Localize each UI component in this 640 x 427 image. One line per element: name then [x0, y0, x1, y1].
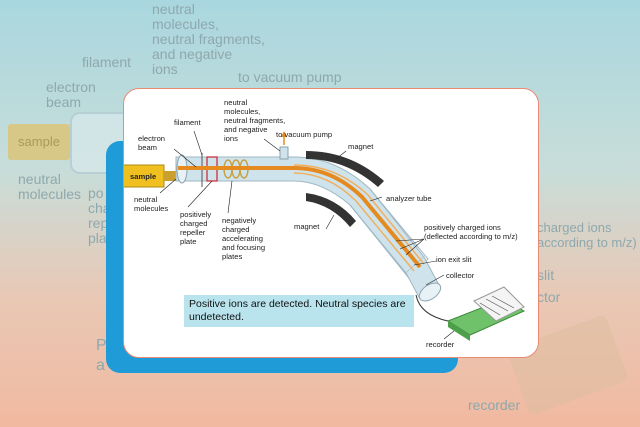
neutral-top-5: ions	[224, 134, 238, 143]
sample-nozzle-shape	[164, 171, 178, 181]
vacuum-port	[279, 146, 289, 160]
recorder-device	[446, 286, 526, 341]
bg-caption-fragment: P a	[96, 337, 107, 374]
collector-cable	[415, 294, 449, 322]
positive-ions-label: positively charged ions	[424, 223, 501, 232]
bg-label-recorder: recorder	[468, 397, 521, 413]
repeller-label-4: plate	[180, 237, 196, 246]
neutral-molecules-left-2: molecules	[134, 204, 168, 213]
repeller-label-3: repeller	[180, 228, 206, 237]
analyzer-tube-label: analyzer tube	[386, 194, 432, 203]
recorder-label: recorder	[426, 340, 455, 349]
tube-front-shape	[175, 156, 425, 274]
deflected-label: (deflected according to m/z)	[424, 232, 518, 241]
accel-label-2: charged	[222, 225, 249, 234]
magnet-bottom-shape	[306, 193, 356, 227]
neutral-top-2: molecules,	[224, 107, 260, 116]
tube-outlet	[418, 282, 442, 302]
accel-label-1: negatively	[222, 216, 256, 225]
neutral-molecules-left-1: neutral	[134, 195, 158, 204]
collector-label: collector	[446, 271, 475, 280]
ion-exit-slit-label: ion exit slit	[436, 255, 472, 264]
neutral-top-1: neutral	[224, 98, 248, 107]
electron-beam-label-2: beam	[138, 143, 157, 152]
ion-beam-upper	[293, 164, 425, 265]
repeller-label-1: positively	[180, 210, 211, 219]
bg-label-slit: slit	[537, 267, 555, 283]
magnet-top-label: magnet	[348, 142, 374, 151]
magnet-bottom-label: magnet	[294, 222, 320, 231]
caption-box: Positive ions are detected. Neutral spec…	[184, 295, 414, 327]
vacuum-arrowhead	[281, 131, 287, 137]
accel-label-5: plates	[222, 252, 242, 261]
accel-label-3: accelerating	[222, 234, 263, 243]
filament-label: filament	[174, 118, 201, 127]
neutral-top-3: neutral fragments,	[224, 116, 285, 125]
diagram-card: sample	[123, 88, 539, 358]
bg-label-charged-ions: charged ions according to m/z)	[537, 220, 637, 250]
leader-lines	[159, 130, 455, 340]
sample-label: sample	[130, 172, 156, 181]
bg-label-filament: filament	[82, 54, 132, 70]
vacuum-pump-label: to vacuum pump	[276, 130, 332, 139]
bg-label-collector: ctor	[537, 289, 561, 305]
mass-spectrometer-diagram: sample	[124, 98, 526, 349]
bg-label-neutral-top: neutral molecules, neutral fragments, an…	[152, 1, 265, 77]
bg-label-vacuum: to vacuum pump	[238, 69, 342, 85]
accel-label-4: and focusing	[222, 243, 265, 252]
ion-beam	[178, 166, 422, 269]
ion-beam-lower	[293, 172, 415, 272]
magnet-top-shape	[306, 151, 384, 187]
repeller-label-2: charged	[180, 219, 207, 228]
bg-label-electron-beam: electron beam	[46, 79, 96, 110]
bg-label-neutral-molecules: neutral molecules	[18, 171, 82, 202]
electron-beam-label-1: electron	[138, 134, 165, 143]
bg-sample-box: sample	[8, 124, 70, 160]
neutral-top-4: and negative	[224, 125, 268, 134]
